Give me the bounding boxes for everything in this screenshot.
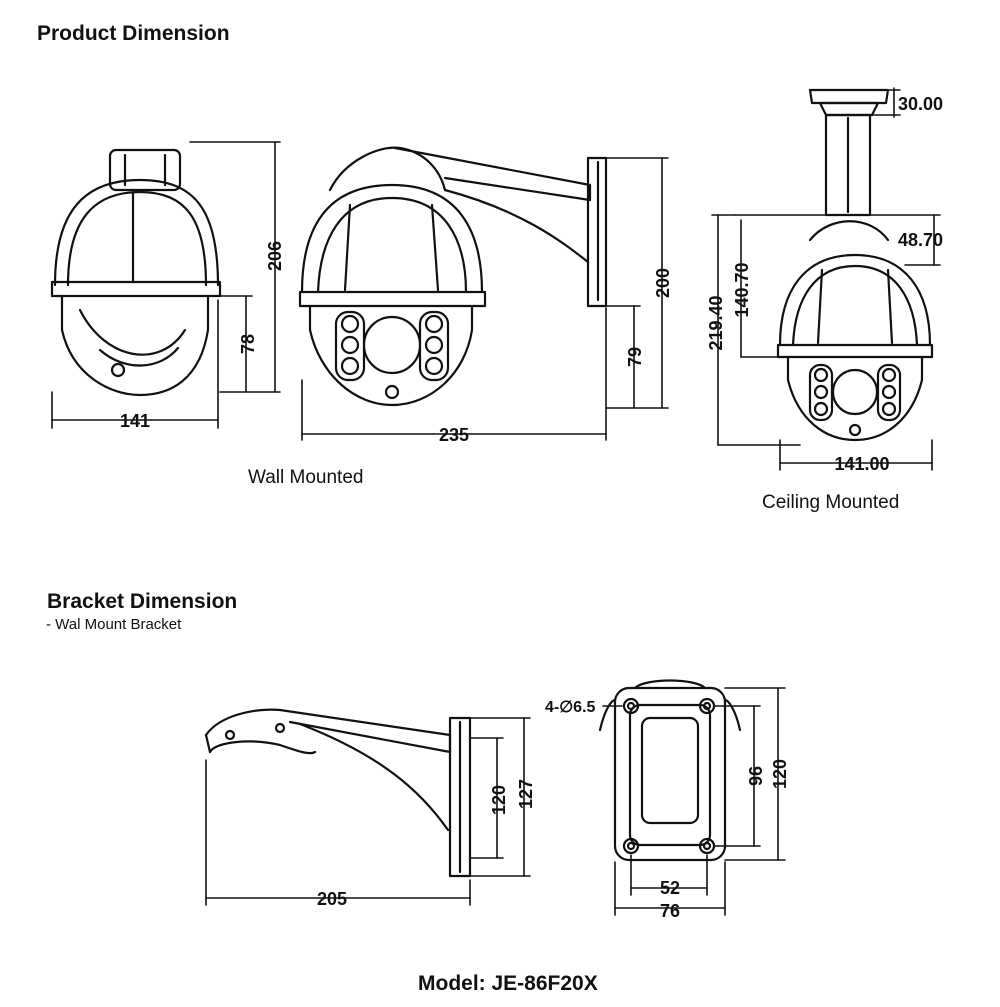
wall-view-dimensions [301,157,669,441]
dim-wall-height: 200 [653,268,673,298]
product-dimension-heading: Product Dimension [37,22,230,45]
camera-wall-mounted [298,146,608,407]
dim-bracket-outer: 127 [516,779,536,809]
bracket-subheading: - Wal Mount Bracket [46,616,182,633]
dim-holes: 4-∅6.5 [545,699,596,716]
camera-ceiling-mounted [776,88,934,442]
ceiling-view-dimensions [711,87,941,471]
dim-ceil-total: 219.40 [706,295,726,350]
model-label: Model: JE-86F20X [418,972,598,995]
bracket-side-view [204,708,472,878]
ceiling-mounted-caption: Ceiling Mounted [762,492,900,513]
dim-ceil-width: 141.00 [834,454,889,474]
dim-wall-lower: 79 [625,347,645,367]
dim-plate-inner-h: 96 [746,766,766,786]
dim-ceil-mid: 140.70 [732,262,752,317]
dim-ceil-top: 30.00 [898,94,943,114]
bracket-side-dimensions [205,717,531,906]
dim-side-height: 206 [265,241,285,271]
dim-bracket-length: 205 [317,889,347,909]
bracket-front-plate [598,679,742,862]
bracket-dimension-heading: Bracket Dimension [47,590,238,613]
dim-plate-outer-w: 76 [660,901,680,921]
dim-side-width: 141 [120,411,150,431]
dim-ceil-upper: 48.70 [898,230,943,250]
wall-mounted-caption: Wall Mounted [248,467,364,488]
bracket-plate-dimensions [602,687,786,916]
dim-plate-outer-h: 120 [770,759,790,789]
dim-plate-inner-w: 52 [660,878,680,898]
dim-wall-width: 235 [439,425,469,445]
camera-side-view [50,148,222,397]
dim-side-lower: 78 [238,334,258,354]
dim-bracket-plate: 120 [489,785,509,815]
side-view-dimensions [51,141,281,429]
